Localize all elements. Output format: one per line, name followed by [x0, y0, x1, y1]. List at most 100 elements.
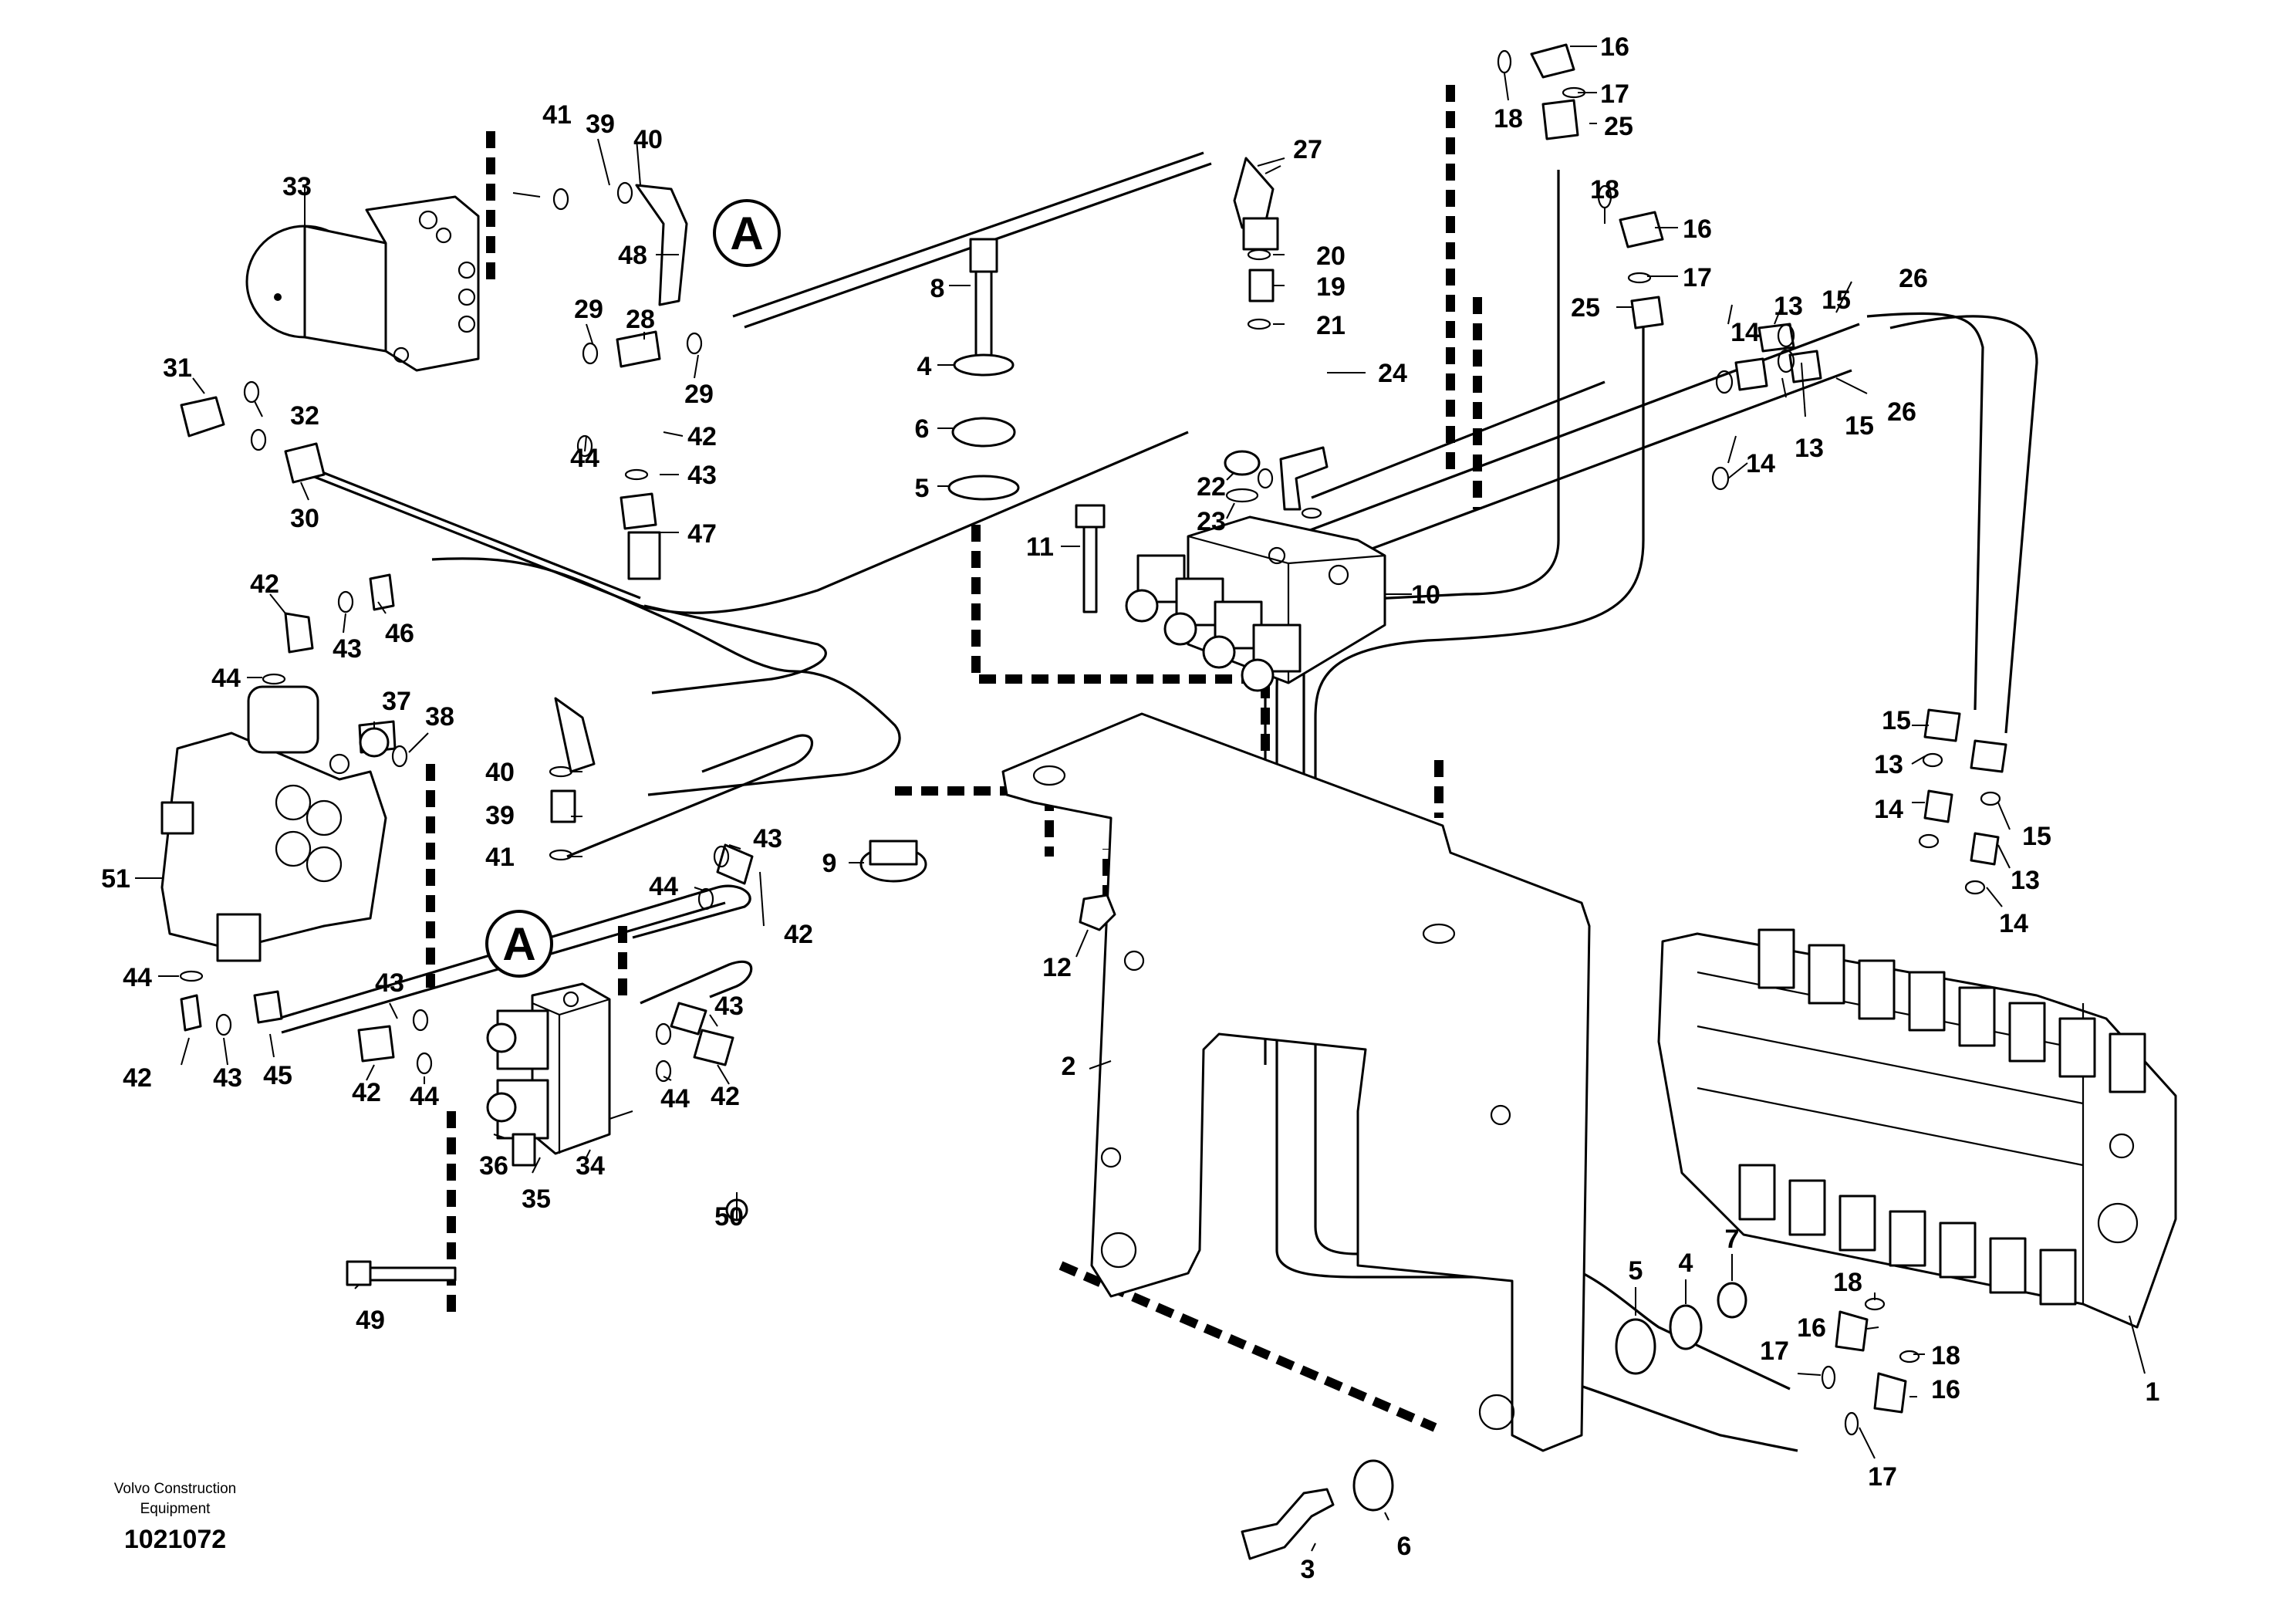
callout-marker-upper: A	[713, 199, 781, 267]
part-label-6: 6	[915, 414, 930, 444]
part-number-labels: 1 2 3 4 4 5 5 6 6 7 8 9 10 11 12 13 13 1…	[101, 32, 2159, 1584]
part-label-40: 40	[633, 125, 663, 154]
part-label-51: 51	[101, 864, 130, 894]
part-label-41: 41	[485, 843, 515, 872]
part-label-23: 23	[1197, 507, 1226, 536]
hydraulic-hoses	[277, 151, 2038, 1452]
part-label-4: 4	[917, 352, 932, 381]
part-label-22: 22	[1197, 472, 1226, 502]
part-label-17: 17	[1600, 79, 1629, 109]
accumulator-part-33	[245, 195, 480, 372]
part-label-43: 43	[753, 824, 782, 853]
part-label-41: 41	[542, 100, 572, 130]
valve-spool-ends	[1738, 1164, 2077, 1306]
drawing-number: 1021072	[123, 1525, 227, 1554]
part-label-15: 15	[1822, 286, 1851, 315]
part-label-25: 25	[1604, 112, 1633, 141]
part-label-28: 28	[626, 305, 655, 334]
part-label-9: 9	[822, 849, 837, 878]
part-label-15: 15	[2022, 822, 2051, 851]
part-label-15: 15	[1882, 706, 1911, 735]
part-label-21: 21	[1316, 311, 1346, 340]
part-label-17: 17	[1868, 1462, 1897, 1492]
credit-line-2: Equipment	[140, 1501, 211, 1517]
part-label-43: 43	[714, 992, 744, 1021]
solenoid-valve-block-part-10	[1125, 515, 1386, 692]
main-control-valve-part-1	[1657, 928, 2177, 1329]
part-label-1: 1	[2146, 1377, 2160, 1407]
part-label-42: 42	[352, 1078, 381, 1107]
part-label-8: 8	[930, 274, 945, 303]
part-label-5: 5	[1629, 1256, 1643, 1286]
part-label-42: 42	[711, 1082, 740, 1111]
part-label-26: 26	[1887, 397, 1916, 427]
part-label-32: 32	[290, 401, 319, 431]
part-label-34: 34	[576, 1151, 605, 1181]
part-label-6: 6	[1397, 1532, 1412, 1561]
part-label-26: 26	[1899, 264, 1928, 293]
part-label-14: 14	[1730, 318, 1760, 347]
part-label-24: 24	[1378, 359, 1407, 388]
part-label-39: 39	[586, 110, 615, 139]
part-label-43: 43	[375, 968, 404, 998]
part-label-25: 25	[1571, 293, 1600, 323]
part-label-46: 46	[385, 619, 414, 648]
part-label-18: 18	[1931, 1341, 1960, 1370]
part-label-39: 39	[485, 801, 515, 830]
part-label-20: 20	[1316, 242, 1346, 271]
callout-letter: A	[730, 208, 763, 259]
part-label-16: 16	[1600, 32, 1629, 62]
part-label-44: 44	[123, 963, 152, 992]
part-label-38: 38	[425, 702, 454, 732]
part-label-4: 4	[1679, 1249, 1693, 1278]
part-label-7: 7	[1725, 1225, 1740, 1254]
part-label-19: 19	[1316, 272, 1346, 302]
part-label-12: 12	[1042, 953, 1072, 982]
part-label-48: 48	[618, 241, 647, 270]
part-label-15: 15	[1845, 411, 1874, 441]
part-label-30: 30	[290, 504, 319, 533]
fittings	[180, 43, 2007, 1560]
callout-marker-lower: A	[485, 910, 553, 978]
credit-line-1: Volvo Construction	[113, 1481, 237, 1497]
valve-spool-caps	[1757, 928, 2146, 1093]
part-label-10: 10	[1411, 580, 1440, 610]
valve-block-part-34	[486, 982, 611, 1167]
part-label-44: 44	[410, 1082, 439, 1111]
part-label-36: 36	[479, 1151, 508, 1181]
part-label-13: 13	[1774, 292, 1803, 321]
directional-valve-part-51	[160, 685, 387, 962]
part-label-44: 44	[660, 1084, 690, 1113]
part-label-11: 11	[1026, 532, 1054, 562]
part-label-44: 44	[570, 444, 599, 473]
part-label-44: 44	[649, 872, 678, 901]
part-label-13: 13	[2011, 866, 2040, 895]
mounting-bracket-part-2	[1001, 712, 1591, 1452]
part-label-31: 31	[163, 353, 192, 383]
part-label-50: 50	[714, 1202, 744, 1232]
part-label-29: 29	[574, 295, 603, 324]
part-label-17: 17	[1760, 1336, 1789, 1366]
part-label-47: 47	[687, 519, 717, 549]
part-label-17: 17	[1683, 263, 1712, 292]
o-ring-seals	[179, 49, 2001, 1436]
part-label-42: 42	[687, 422, 717, 451]
part-label-16: 16	[1683, 215, 1712, 244]
part-label-49: 49	[356, 1306, 385, 1335]
leader-lines	[135, 46, 2146, 1552]
part-label-43: 43	[687, 461, 717, 490]
part-label-2: 2	[1062, 1052, 1076, 1081]
part-label-43: 43	[333, 634, 362, 664]
part-label-35: 35	[522, 1184, 551, 1214]
part-label-13: 13	[1795, 434, 1824, 463]
part-label-16: 16	[1931, 1375, 1960, 1404]
part-label-13: 13	[1874, 750, 1903, 779]
part-label-45: 45	[263, 1061, 292, 1090]
part-label-14: 14	[1746, 449, 1775, 478]
part-label-44: 44	[211, 664, 241, 693]
part-label-16: 16	[1797, 1313, 1826, 1343]
part-label-14: 14	[1874, 795, 1903, 824]
part-label-14: 14	[1999, 909, 2028, 938]
callout-letter: A	[502, 918, 535, 970]
part-label-5: 5	[915, 474, 930, 503]
